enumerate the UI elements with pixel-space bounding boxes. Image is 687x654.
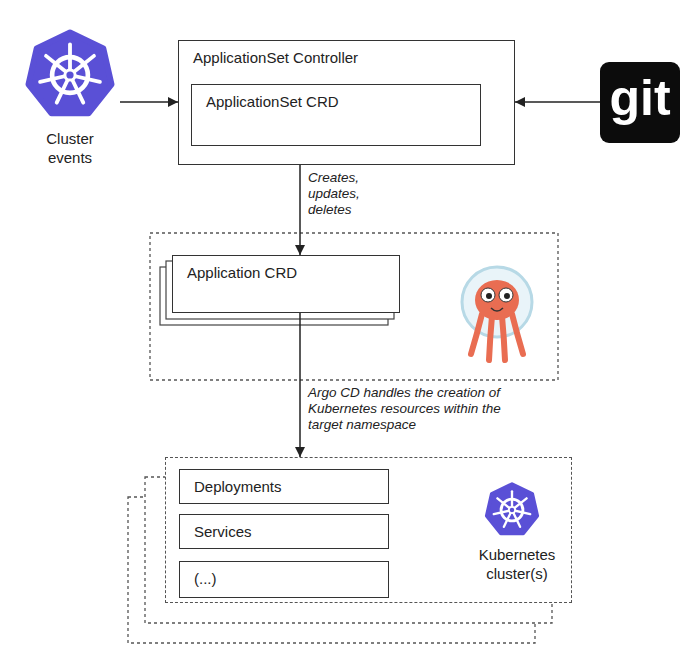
edge-label: Argo CD handles the creation of Kubernet… — [308, 385, 520, 434]
kubernetes-icon — [28, 32, 111, 113]
node-label: Kubernetes cluster(s) — [462, 546, 572, 584]
event-source: Cluster events — [20, 28, 120, 170]
node-label: Cluster events — [30, 130, 110, 168]
resource-box: Services — [179, 514, 389, 549]
resource-box: (...) — [179, 561, 389, 598]
node-label: Application CRD — [173, 256, 311, 291]
crd-box: ApplicationSet CRD — [191, 84, 481, 146]
flow-arrow — [515, 101, 600, 103]
git-logo: git — [600, 62, 680, 143]
node-label: ApplicationSet CRD — [192, 85, 353, 120]
resource-box: Deployments — [179, 469, 389, 504]
argo-mascot — [462, 267, 532, 360]
flow-arrow — [120, 101, 178, 103]
edge-label: Creates, updates, deletes — [308, 170, 382, 219]
argocd-region — [150, 233, 558, 380]
node-label: Services — [180, 515, 266, 550]
node-label: (...) — [180, 562, 231, 597]
node-label: git — [609, 73, 670, 133]
kubernetes-icon — [487, 484, 538, 533]
node-label: ApplicationSet Controller — [179, 41, 372, 76]
flow-arrow — [299, 313, 301, 457]
crd-box: Application CRD — [172, 255, 400, 313]
cluster-region: Kubernetes cluster(s) DeploymentsServices… — [165, 457, 572, 603]
node-label: Deployments — [180, 470, 296, 505]
controller-box: ApplicationSet ControllerApplicationSet … — [178, 40, 515, 165]
cluster-ground — [165, 457, 572, 603]
